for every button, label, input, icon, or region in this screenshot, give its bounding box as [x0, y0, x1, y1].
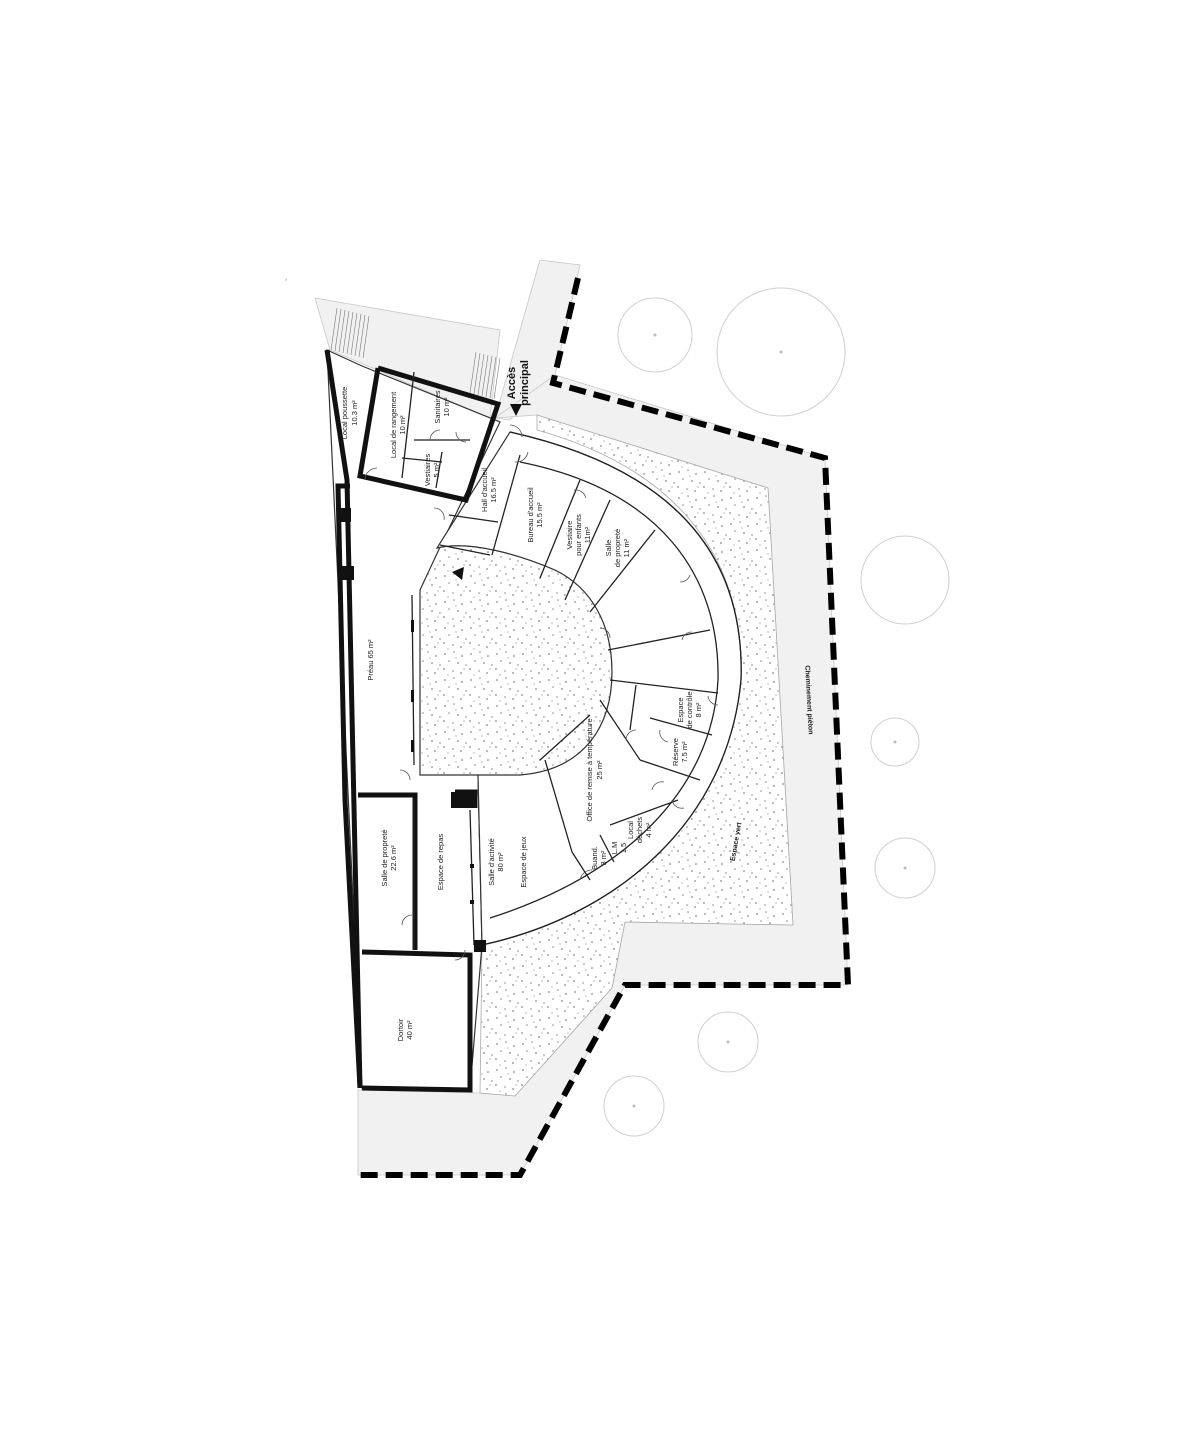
label-local-dechets-area: 4 m²: [644, 822, 653, 838]
label-vestiaires-area: 5 m²: [432, 462, 441, 478]
label-dortoir: Dortoir: [396, 1018, 405, 1041]
courtyard-arrow-icon: [452, 567, 464, 580]
door-swing: [509, 424, 523, 438]
label-dortoir-area: 40 m²: [405, 1020, 414, 1040]
label-espace-controle-area: 8 m²: [694, 702, 703, 718]
site-boundary: [360, 277, 852, 1178]
doors: [364, 424, 719, 961]
tree-centers: [632, 333, 907, 1108]
door-swing: [514, 451, 529, 463]
tree: [716, 287, 846, 417]
tree: [697, 1011, 759, 1073]
label-salle-proprete-top-1: Salle: [604, 540, 613, 557]
label-espace-repas: Espace de repas: [436, 834, 445, 891]
label-local-poussette-area: 10.3 m²: [350, 400, 359, 426]
door-swing: [707, 695, 719, 706]
label-salle-activite: Salle d'activité: [487, 838, 496, 886]
door-swing: [659, 729, 669, 743]
access-label-line2: principal: [519, 360, 531, 406]
door-swing: [429, 429, 441, 441]
label-office: Office de remise à température: [585, 718, 594, 821]
label-hall-accueil-area: 16.5 m²: [489, 477, 498, 503]
label-vestiaire-enfants-2: pour enfants: [574, 514, 583, 556]
door-swing: [681, 631, 693, 641]
label-buand: Buand.: [590, 846, 599, 870]
door-swing: [454, 949, 466, 961]
boundary-north: [360, 277, 852, 1178]
label-preau: Préau 65 m²: [366, 639, 375, 681]
glazing: [411, 620, 414, 752]
label-salle-proprete-top-2: de propreté: [613, 529, 622, 567]
door-swing: [433, 507, 445, 521]
door-swing: [599, 627, 611, 639]
label-buand-area: 3 m²: [599, 850, 608, 866]
label-local-dechets-2: déchets: [635, 817, 644, 844]
label-sanitaires: Sanitaires: [433, 390, 442, 424]
label-espace-controle-2: de contrôle: [685, 691, 694, 728]
label-bureau-accueil-area: 15.5 m²: [535, 502, 544, 528]
door-swing: [651, 781, 665, 791]
label-hall-accueil: Hall d'accueil: [480, 468, 489, 512]
label-reserve: Réserve: [671, 738, 680, 766]
door-swing: [579, 869, 593, 881]
room-labels: Local poussette 10.3 m² Local de rangeme…: [340, 387, 703, 1042]
label-salle-proprete-bottom-area: 22.6 m²: [389, 845, 398, 871]
label-salle-proprete-bottom: Salle de propreté: [380, 829, 389, 886]
label-office-area: 25 m²: [595, 760, 604, 780]
label-salle-proprete-top-area: 11 m²: [622, 538, 631, 557]
structural-walls: [324, 349, 502, 1093]
door-swing: [573, 489, 587, 499]
trees: [603, 287, 950, 1137]
tree: [603, 1075, 665, 1137]
label-local-rangement-area: 10 m²: [398, 415, 407, 435]
label-lm: L.M: [610, 842, 619, 855]
label-lm-area: 1.5: [619, 843, 628, 853]
label-vestiaire-enfants-area: 11m²: [583, 526, 592, 543]
door-swing: [364, 467, 378, 481]
posts: [339, 508, 486, 952]
label-salle-activite-area: 80 m²: [496, 852, 505, 872]
door-swing: [399, 769, 411, 781]
label-espace-controle-1: Espace: [676, 697, 685, 722]
label-local-rangement: Local de rangement: [389, 391, 398, 458]
label-local-poussette: Local poussette: [340, 387, 349, 440]
label-vestiaires: Vestiaires: [423, 453, 432, 486]
tree: [617, 297, 693, 373]
label-vestiaire-enfants-1: Vestiaire: [565, 521, 574, 550]
label-sanitaires-area: 10 m²: [442, 397, 451, 417]
door-swing: [625, 729, 637, 741]
door-swing: [679, 574, 691, 583]
door-swing: [455, 431, 467, 443]
door-swing: [401, 914, 413, 926]
label-reserve-area: 7.5 m²: [680, 741, 689, 763]
corner-mark: ´: [285, 278, 288, 287]
label-espace-jeux: Espace de jeux: [519, 836, 528, 888]
label-bureau-accueil: Bureau d'accueil: [526, 487, 535, 543]
entrance-arrow-icon: [510, 404, 522, 416]
crescent-arcs: [481, 431, 742, 946]
tree: [870, 717, 920, 767]
stairs: [330, 307, 501, 400]
label-local-dechets-1: Local: [626, 821, 635, 839]
door-swing: [671, 799, 685, 809]
label-cheminement-pieton: Cheminement piéton: [803, 665, 814, 735]
tree: [874, 837, 936, 899]
access-label-line1: Accès: [506, 367, 518, 399]
tree: [860, 535, 950, 625]
